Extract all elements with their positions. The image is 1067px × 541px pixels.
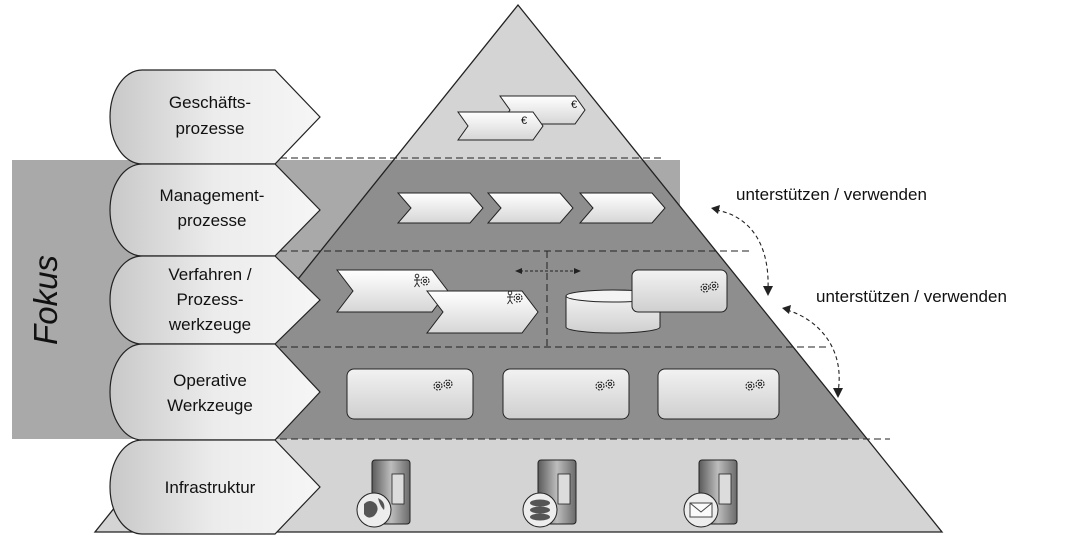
relation-arrow-upper [715,209,769,291]
layer-label-operative-line2: Werkzeuge [167,396,253,415]
currency-icon: € [521,115,527,127]
actor-gear-icon [414,273,430,288]
currency-icon: € [571,99,577,111]
layer-tab-infrastruktur[interactable] [109,439,321,535]
layer-tab-managementprozesse[interactable] [109,163,321,257]
operative-tool-box [502,368,630,420]
web-server-icon [356,459,411,528]
operative-tool-box [346,368,474,420]
layer-label-management-line2: prozesse [178,211,247,230]
layer-tab-geschaeftsprozesse[interactable] [109,69,321,165]
relation-label-lower: unterstützen / verwenden [816,287,1007,306]
management-chevron [486,192,574,224]
pyramid-outline [93,3,944,533]
actor-gear-icon [507,290,523,305]
operative-tool-box [657,368,780,420]
relation-arrow-lower [786,309,840,393]
layer-label-verfahren-line2: Prozess- [176,290,243,309]
process-model-chevron-front [425,290,539,334]
layer-label-management-line1: Management- [160,186,265,205]
database-server-icon [522,459,577,528]
layer-label-infrastruktur: Infrastruktur [165,478,256,497]
focus-label: Fokus [27,255,64,345]
layer-tabs [109,69,321,535]
relation-label-upper: unterstützen / verwenden [736,185,927,204]
layer-tab-operative[interactable] [109,343,321,441]
management-process-chevrons [396,192,666,224]
layer-label-geschaeftsprozesse-line1: Geschäfts- [169,93,251,112]
process-model-chevron-back [335,269,449,313]
management-chevron [578,192,666,224]
layer-label-verfahren-line3: werkzeuge [168,315,251,334]
management-chevron [396,192,484,224]
process-tool-box [631,269,728,313]
infrastructure-servers [356,459,738,528]
relation-arrows [715,209,840,393]
layer-label-geschaeftsprozesse-line2: prozesse [176,119,245,138]
layer-label-operative-line1: Operative [173,371,247,390]
business-process-chevrons: € € [457,95,586,141]
double-arrow-icon [515,268,581,274]
business-process-chevron-front [457,111,544,141]
arrow-heads [711,205,843,398]
process-tools [335,268,728,334]
mail-server-icon [683,459,738,528]
operative-tools [346,368,780,420]
layer-label-verfahren-line1: Verfahren / [168,265,251,284]
layer-separators [280,157,890,440]
